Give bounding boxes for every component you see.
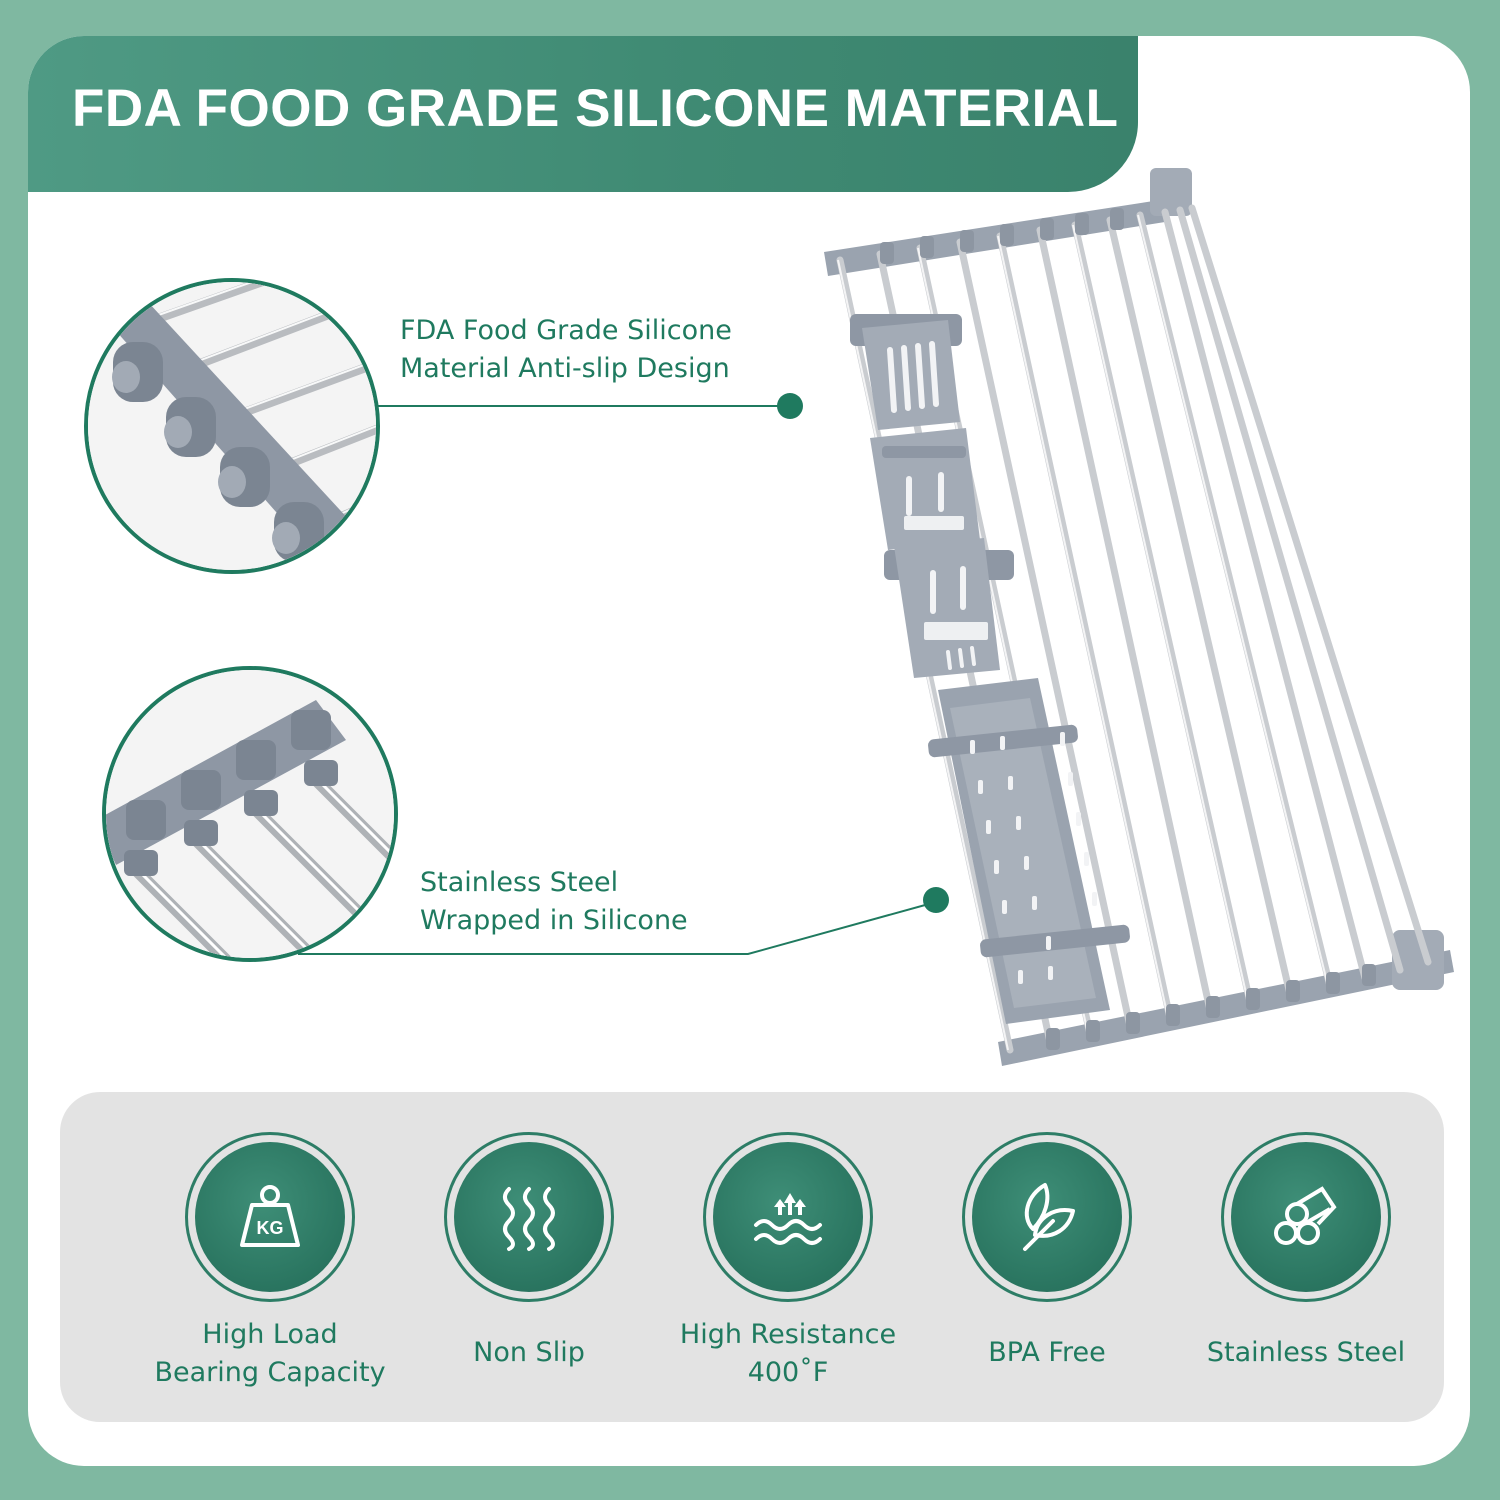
dish-rack-illustration — [824, 168, 1454, 1066]
utensil-basket-2 — [870, 428, 980, 550]
feature-heat-resistance: High Resistance 400˚F — [658, 1132, 918, 1392]
feature-label: High Load Bearing Capacity — [154, 1319, 386, 1388]
callout-steel-line1: Stainless Steel — [420, 867, 619, 898]
feature-label: Non Slip — [473, 1337, 585, 1368]
utensil-basket-3 — [884, 538, 1014, 678]
zoom-steel-detail — [102, 666, 398, 962]
utensil-basket-1 — [850, 314, 962, 430]
features-panel: KG High Load Bearing Capacity — [60, 1092, 1444, 1422]
callout-silicone-line2: Material Anti-slip Design — [400, 353, 730, 384]
feature-label: BPA Free — [988, 1337, 1106, 1368]
svg-text:KG: KG — [257, 1218, 284, 1238]
feature-label: High Resistance 400˚F — [679, 1319, 897, 1388]
wavy-lines-icon — [503, 1187, 555, 1251]
feature-label: Stainless Steel — [1206, 1337, 1406, 1368]
title-banner: FDA FOOD GRADE SILICONE MATERIAL — [28, 36, 1138, 192]
main-card: FDA FOOD GRADE SILICONE MATERIAL — [28, 36, 1470, 1466]
zoom-silicone-detail — [84, 278, 380, 574]
steel-rods-icon — [1274, 1186, 1337, 1245]
feature-stainless-steel: Stainless Steel — [1176, 1132, 1436, 1372]
callout-silicone-line1: FDA Food Grade Silicone — [400, 315, 732, 346]
feature-bpa-free: BPA Free — [917, 1132, 1177, 1372]
banner-title: FDA FOOD GRADE SILICONE MATERIAL — [72, 79, 1119, 138]
kg-weight-icon: KG — [240, 1185, 300, 1247]
callout-steel-line2: Wrapped in Silicone — [420, 905, 688, 936]
feature-load-capacity: KG High Load Bearing Capacity — [140, 1132, 400, 1392]
callout-dot — [923, 887, 949, 913]
callout-steel: Stainless Steel Wrapped in Silicone — [420, 864, 688, 940]
callout-silicone: FDA Food Grade Silicone Material Anti-sl… — [400, 312, 732, 388]
sponge-tray — [928, 678, 1130, 1024]
callout-dot — [777, 393, 803, 419]
leaf-icon — [1023, 1183, 1075, 1251]
feature-non-slip: Non Slip — [399, 1132, 659, 1372]
heat-waves-icon — [754, 1193, 822, 1245]
